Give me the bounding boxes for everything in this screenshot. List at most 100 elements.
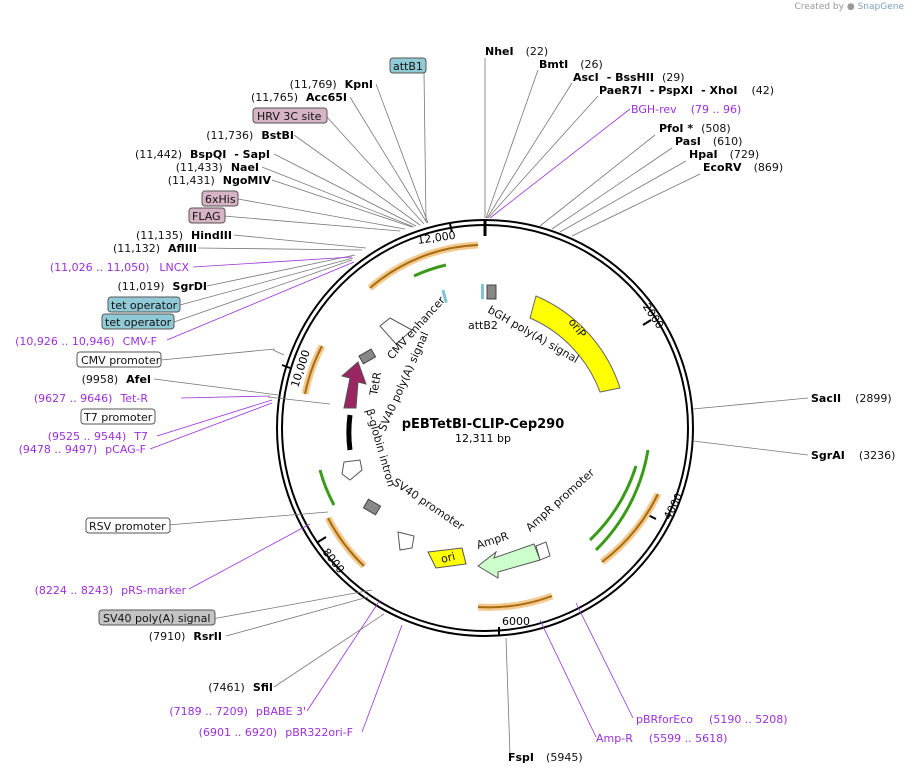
credit-brand: SnapGene — [857, 2, 904, 12]
site-naei: (11,433)NaeI — [176, 161, 259, 174]
plasmid-name: pEBTetBI-CLIP-Cep290 — [402, 417, 565, 432]
attb2-label: attB2 — [468, 319, 498, 332]
ampr-feature — [477, 543, 541, 579]
site-asci: AscI- BssHII(29) — [573, 71, 685, 84]
ori-label: ori — [440, 550, 457, 566]
cmv-promoter-arrow — [341, 459, 363, 481]
right-primer-leaders — [489, 108, 634, 738]
primer-lncx: (11,026 .. 11,050)LNCX — [50, 261, 190, 274]
sv40-polya-feature — [358, 348, 377, 365]
box-6xhis-text: 6xHis — [205, 193, 236, 206]
tetr-label: TetR — [367, 371, 384, 398]
site-acc65i: (11,765)Acc65I — [251, 91, 347, 104]
box-attb1 — [389, 57, 427, 74]
tick-label-2000: 2000 — [640, 301, 666, 331]
box-tet-operator-2 — [101, 313, 175, 330]
ori-feature — [427, 547, 467, 569]
site-kpni: (11,769)KpnI — [290, 78, 373, 91]
site-rsrii: (7910)RsrII — [149, 630, 222, 643]
arc-green-1 — [413, 263, 447, 278]
site-pasi: PasI(610) — [675, 135, 742, 148]
arc-orange-5 — [477, 595, 553, 609]
site-hpai: HpaI(729) — [689, 148, 759, 161]
site-bstbi: (11,736)BstBI — [206, 129, 294, 142]
box-rsv-promoter-text: RSV promoter — [89, 520, 166, 533]
sv40-promoter-label: SV40 promoter — [390, 476, 467, 533]
tick-10000 — [281, 364, 291, 369]
site-nhei: NheI(22) — [485, 45, 548, 58]
box-rsv-promoter — [85, 517, 171, 534]
site-sgrai: SgrAI(3236) — [811, 449, 895, 462]
tick-label-6000: 6000 — [502, 615, 530, 628]
box-tet-operator-2-text: tet operator — [105, 316, 172, 329]
credit-prefix: Created by — [794, 2, 844, 12]
snapgene-credit: Created by ● SnapGene — [794, 2, 904, 12]
arc-orange-1 — [369, 244, 479, 289]
snapgene-logo-icon: ● — [846, 2, 855, 12]
tick-label-12000: 12,000 — [417, 229, 457, 247]
sv40-polya-2-feature — [362, 498, 382, 516]
bottom-labels: (7461)SfiI (7189 .. 7209)pBABE 3' (6901 … — [169, 681, 787, 764]
tick-8000 — [317, 536, 327, 543]
box-t7-promoter-text: T7 promoter — [83, 411, 153, 424]
tetr-feature — [340, 361, 367, 409]
site-hindiii: (11,135)HindIII — [136, 229, 232, 242]
box-cmv-promoter-text: CMV promoter — [81, 354, 161, 367]
primer-t7: (9525 .. 9544)T7 — [48, 430, 148, 443]
box-tet-operator-1-text: tet operator — [111, 299, 178, 312]
left-labels: attB1 (11,769)KpnI (11,765)Acc65I HRV 3C… — [15, 57, 427, 643]
left-primer-leaders — [149, 256, 403, 733]
box-sv40-polya-text: SV40 poly(A) signal — [103, 612, 210, 625]
right-labels: NheI(22) BmtI(26) AscI- BssHII(29) PaeR7… — [485, 45, 895, 462]
primer-pbabe3: (7189 .. 7209)pBABE 3' — [169, 705, 306, 718]
right-leaders — [484, 58, 809, 456]
site-afliii: (11,132)AflIII — [113, 242, 197, 255]
site-ecorv: EcoRV(869) — [703, 161, 783, 174]
backbone — [276, 219, 694, 637]
arc-green-4 — [594, 449, 650, 552]
left-leaders — [153, 71, 511, 756]
attb2-feature — [481, 284, 484, 299]
primer-cmv-f: (10,926 .. 10,946)CMV-F — [15, 335, 157, 348]
primer-pbrforeco: pBRforEco(5190 .. 5208) — [636, 713, 788, 726]
site-sfii: (7461)SfiI — [208, 681, 273, 694]
cmv-enhancer-feature — [379, 317, 413, 345]
box-sv40-polya — [98, 609, 216, 626]
arc-orange-4 — [601, 493, 659, 563]
primer-pbr322ori-f: (6901 .. 6920)pBR322ori-F — [199, 726, 353, 739]
attb1-feature — [441, 289, 448, 304]
tick-12000 — [449, 223, 453, 233]
site-bmti: BmtI(26) — [539, 58, 603, 71]
box-flag — [188, 207, 226, 224]
box-attb1-text: attB1 — [393, 60, 423, 73]
site-pfoi: PfoI *(508) — [659, 122, 731, 135]
box-hrv3c-text: HRV 3C site — [257, 110, 322, 123]
ampr-label: AmpR — [475, 529, 511, 552]
sv40-promoter-feature — [397, 531, 415, 551]
box-6xhis — [201, 190, 239, 207]
tick-2000 — [642, 319, 652, 326]
orip-feature — [529, 295, 621, 393]
ampr-promoter-feature — [535, 541, 551, 561]
box-t7-promoter — [80, 408, 156, 425]
box-cmv-promoter — [76, 351, 162, 368]
ampr-promoter-label: AmpR promoter — [523, 466, 597, 534]
arc-orange-3 — [327, 517, 365, 567]
box-tet-operator-1 — [107, 296, 181, 313]
primer-arcs — [301, 241, 662, 611]
arc-orange-2 — [304, 345, 323, 395]
site-afei: (9958)AfeI — [82, 373, 151, 386]
primer-tet-r: (9627 .. 9646)Tet-R — [34, 392, 148, 405]
bgh-polya-feature — [486, 284, 497, 300]
arc-green-3 — [588, 465, 638, 542]
site-bspqi: (11,442)BspQI- SapI — [135, 148, 270, 161]
beta-globin-intron-feature — [346, 414, 353, 451]
primer-amp-r: Amp-R(5599 .. 5618) — [596, 732, 727, 745]
plasmid-size: 12,311 bp — [455, 432, 511, 445]
site-fspi: FspI(5945) — [508, 751, 583, 764]
tick-label-4000: 4000 — [661, 491, 686, 522]
box-hrv3c — [252, 107, 328, 124]
box-flag-text: FLAG — [192, 210, 221, 223]
primer-prs-marker: (8224 .. 8243)pRS-marker — [35, 584, 187, 597]
